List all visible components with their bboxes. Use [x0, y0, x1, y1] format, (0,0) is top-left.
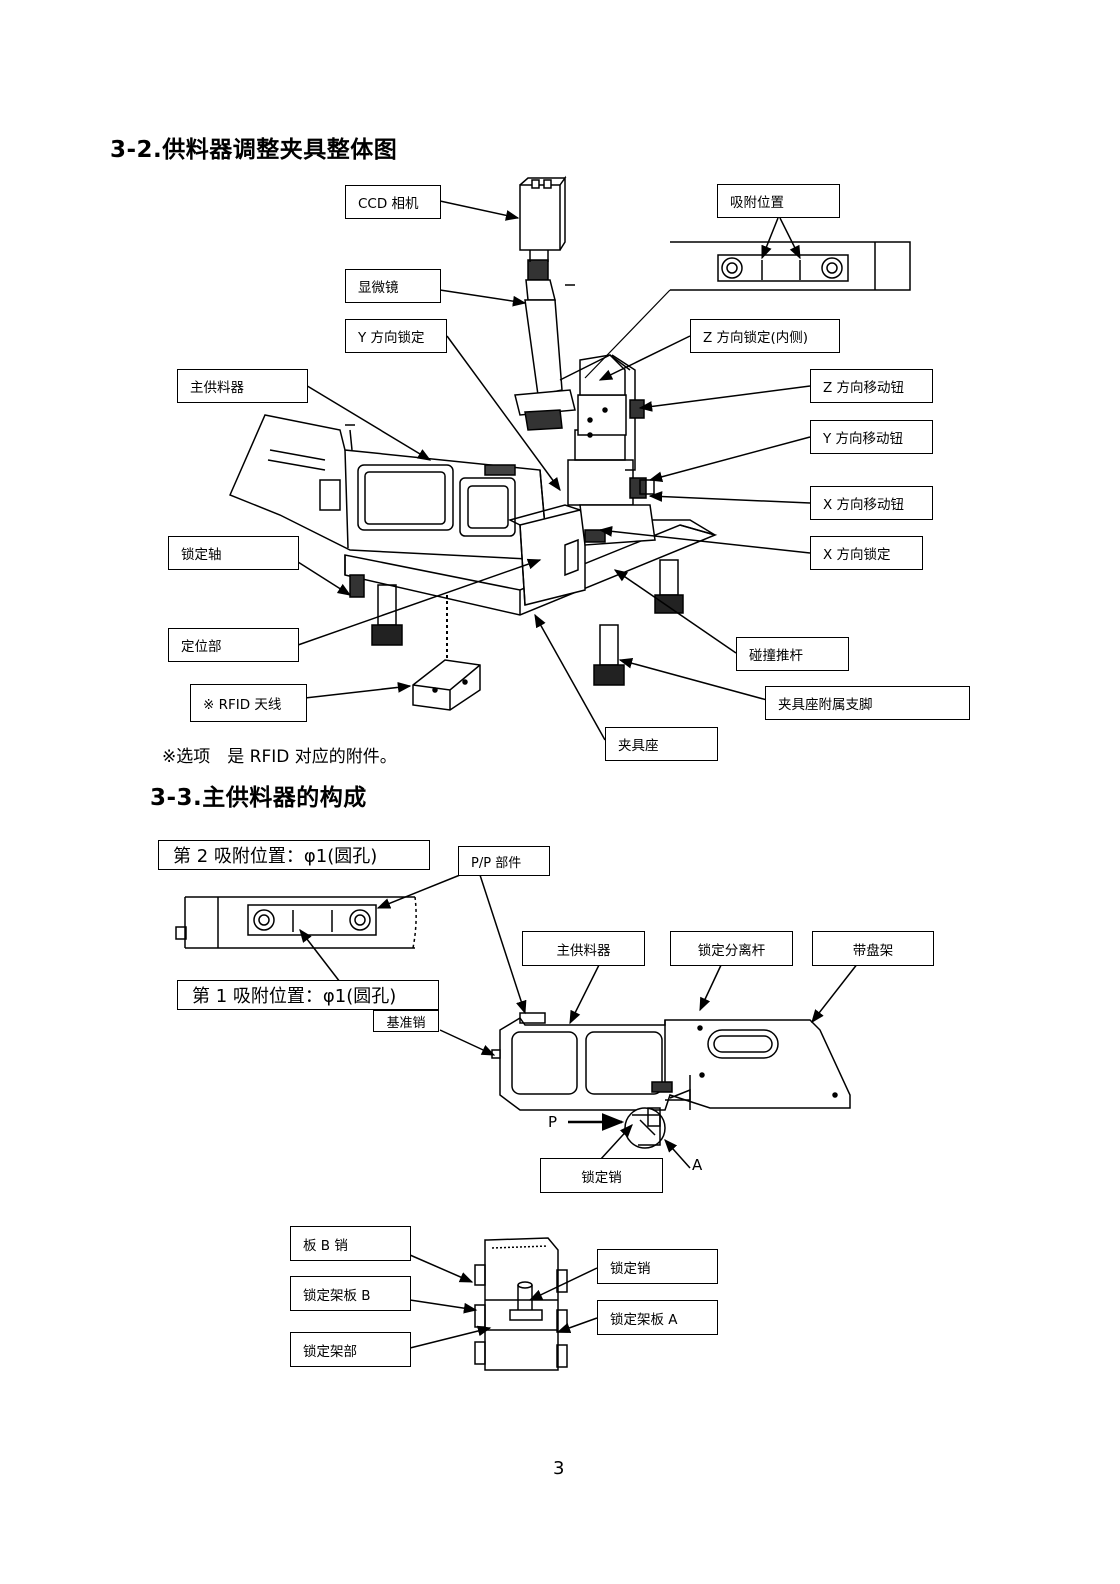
suction-positions-inset [176, 897, 416, 948]
label-lock-bracket-a: 锁定架板 A [597, 1300, 718, 1335]
label-rfid-antenna: ※ RFID 天线 [190, 684, 307, 722]
label-first-suction: 第 1 吸附位置：φ1(圆孔) [177, 980, 439, 1010]
section-3-2-heading: 3-2.供料器调整夹具整体图 [110, 130, 397, 164]
label-main-feeder: 主供料器 [177, 369, 308, 403]
label-lock-bracket-b: 锁定架板 B [290, 1276, 411, 1311]
label-pp-part: P/P 部件 [458, 846, 550, 876]
label-lock-bracket-part: 锁定架部 [290, 1332, 411, 1367]
label-plate-b-pin: 板 B 销 [290, 1226, 411, 1261]
rfid-option-note: ※选项 是 RFID 对应的附件。 [162, 742, 397, 767]
label-second-suction: 第 2 吸附位置：φ1(圆孔) [158, 840, 430, 870]
section-3-3-heading: 3-3.主供料器的构成 [150, 778, 367, 812]
label-lock-pin-detail: 锁定销 [597, 1249, 718, 1284]
label-z-knob: Z 方向移动钮 [810, 369, 933, 403]
marker-a: A [692, 1156, 702, 1174]
label-reel-holder: 带盘架 [812, 931, 934, 966]
suction-inset [670, 242, 910, 290]
label-jig-base: 夹具座 [605, 727, 718, 761]
label-push-rod: 碰撞推杆 [736, 637, 849, 671]
label-jig-leg: 夹具座附属支脚 [765, 686, 970, 720]
marker-p: P [548, 1113, 557, 1131]
label-main-feeder-3-3: 主供料器 [522, 931, 645, 966]
feeder-drawing [492, 1013, 850, 1148]
label-ccd-camera: CCD 相机 [345, 185, 441, 219]
label-lock-release-lever: 锁定分离杆 [670, 931, 793, 966]
label-x-lock: X 方向锁定 [810, 536, 923, 570]
lock-bracket-drawing [475, 1238, 567, 1370]
label-z-lock-inner: Z 方向锁定(内侧) [690, 319, 840, 353]
label-y-lock: Y 方向锁定 [345, 319, 447, 353]
jig-stage [568, 355, 655, 545]
label-x-knob: X 方向移动钮 [810, 486, 933, 520]
jig-rfid-antenna [413, 595, 480, 710]
label-y-knob: Y 方向移动钮 [810, 420, 933, 454]
page-number: 3 [553, 1458, 564, 1479]
label-reference-pin: 基准销 [373, 1010, 439, 1032]
label-lock-pin: 锁定销 [540, 1158, 663, 1193]
label-microscope: 显微镜 [345, 269, 441, 303]
label-positioning: 定位部 [168, 628, 299, 662]
label-suction-position: 吸附位置 [717, 184, 840, 218]
label-lock-shaft: 锁定轴 [168, 536, 299, 570]
